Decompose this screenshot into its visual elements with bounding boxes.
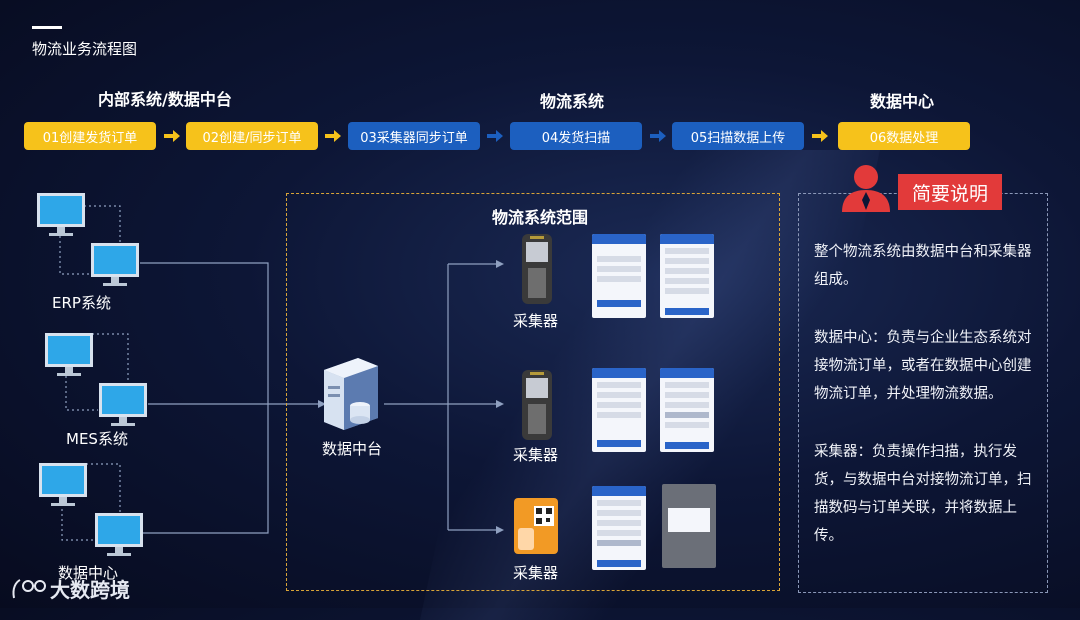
app-screen-form [660, 234, 714, 318]
qr-scan-icon [514, 498, 558, 554]
app-screen-list [660, 368, 714, 452]
monitor-icon [39, 463, 87, 506]
title-accent-line [32, 26, 62, 29]
section-title-logistics: 物流系统 [540, 92, 605, 111]
logistics-scope-box [286, 193, 780, 591]
page-title: 物流业务流程图 [32, 40, 138, 58]
brand-logo-icon [12, 579, 46, 599]
system-label-erp: ERP系统 [52, 294, 111, 312]
note-paragraph-3: 采集器：负责操作扫描，执行发货，与数据中台对接物流订单，扫描数码与订单关联，并将… [814, 444, 1032, 544]
arrow-right-icon [650, 130, 666, 142]
watermark-text: 大数跨境 [50, 578, 130, 602]
person-icon [842, 165, 890, 212]
app-screen-dialog [662, 484, 716, 568]
monitor-icon [91, 243, 139, 286]
arrow-right-icon [325, 130, 341, 142]
hub-label: 数据中台 [322, 440, 383, 458]
monitor-icon [95, 513, 143, 556]
monitor-icon [37, 193, 85, 236]
step-04: 04发货扫描 [510, 122, 642, 150]
section-title-internal: 内部系统/数据中台 [98, 90, 232, 109]
handheld-scanner-icon [522, 370, 552, 440]
server-icon [324, 358, 378, 430]
collector-label-1: 采集器 [513, 312, 559, 330]
monitor-icon [45, 333, 93, 376]
handheld-scanner-icon [522, 234, 552, 304]
collector-label-2: 采集器 [513, 446, 559, 464]
summary-badge: 简要说明 [898, 174, 1002, 210]
arrow-right-icon [812, 130, 828, 142]
app-screen-scan [592, 368, 646, 452]
arrow-right-icon [487, 130, 503, 142]
note-paragraph-2: 数据中心：负责与企业生态系统对接物流订单，或者在数据中心创建物流订单，并处理物流… [814, 330, 1032, 402]
app-screen-upload [592, 486, 646, 570]
collector-label-3: 采集器 [513, 564, 559, 582]
section-title-datacenter: 数据中心 [870, 92, 935, 111]
note-paragraph-1: 整个物流系统由数据中台和采集器组成。 [814, 244, 1032, 288]
step-03: 03采集器同步订单 [348, 122, 480, 150]
step-02: 02创建/同步订单 [186, 122, 318, 150]
step-05: 05扫描数据上传 [672, 122, 804, 150]
system-label-mes: MES系统 [66, 430, 128, 448]
arrow-right-icon [164, 130, 180, 142]
app-screen-login [592, 234, 646, 318]
scope-title: 物流系统范围 [492, 208, 589, 227]
monitor-icon [99, 383, 147, 426]
step-06: 06数据处理 [838, 122, 970, 150]
step-01: 01创建发货订单 [24, 122, 156, 150]
system-label-datacenter: 数据中心 [58, 564, 119, 582]
